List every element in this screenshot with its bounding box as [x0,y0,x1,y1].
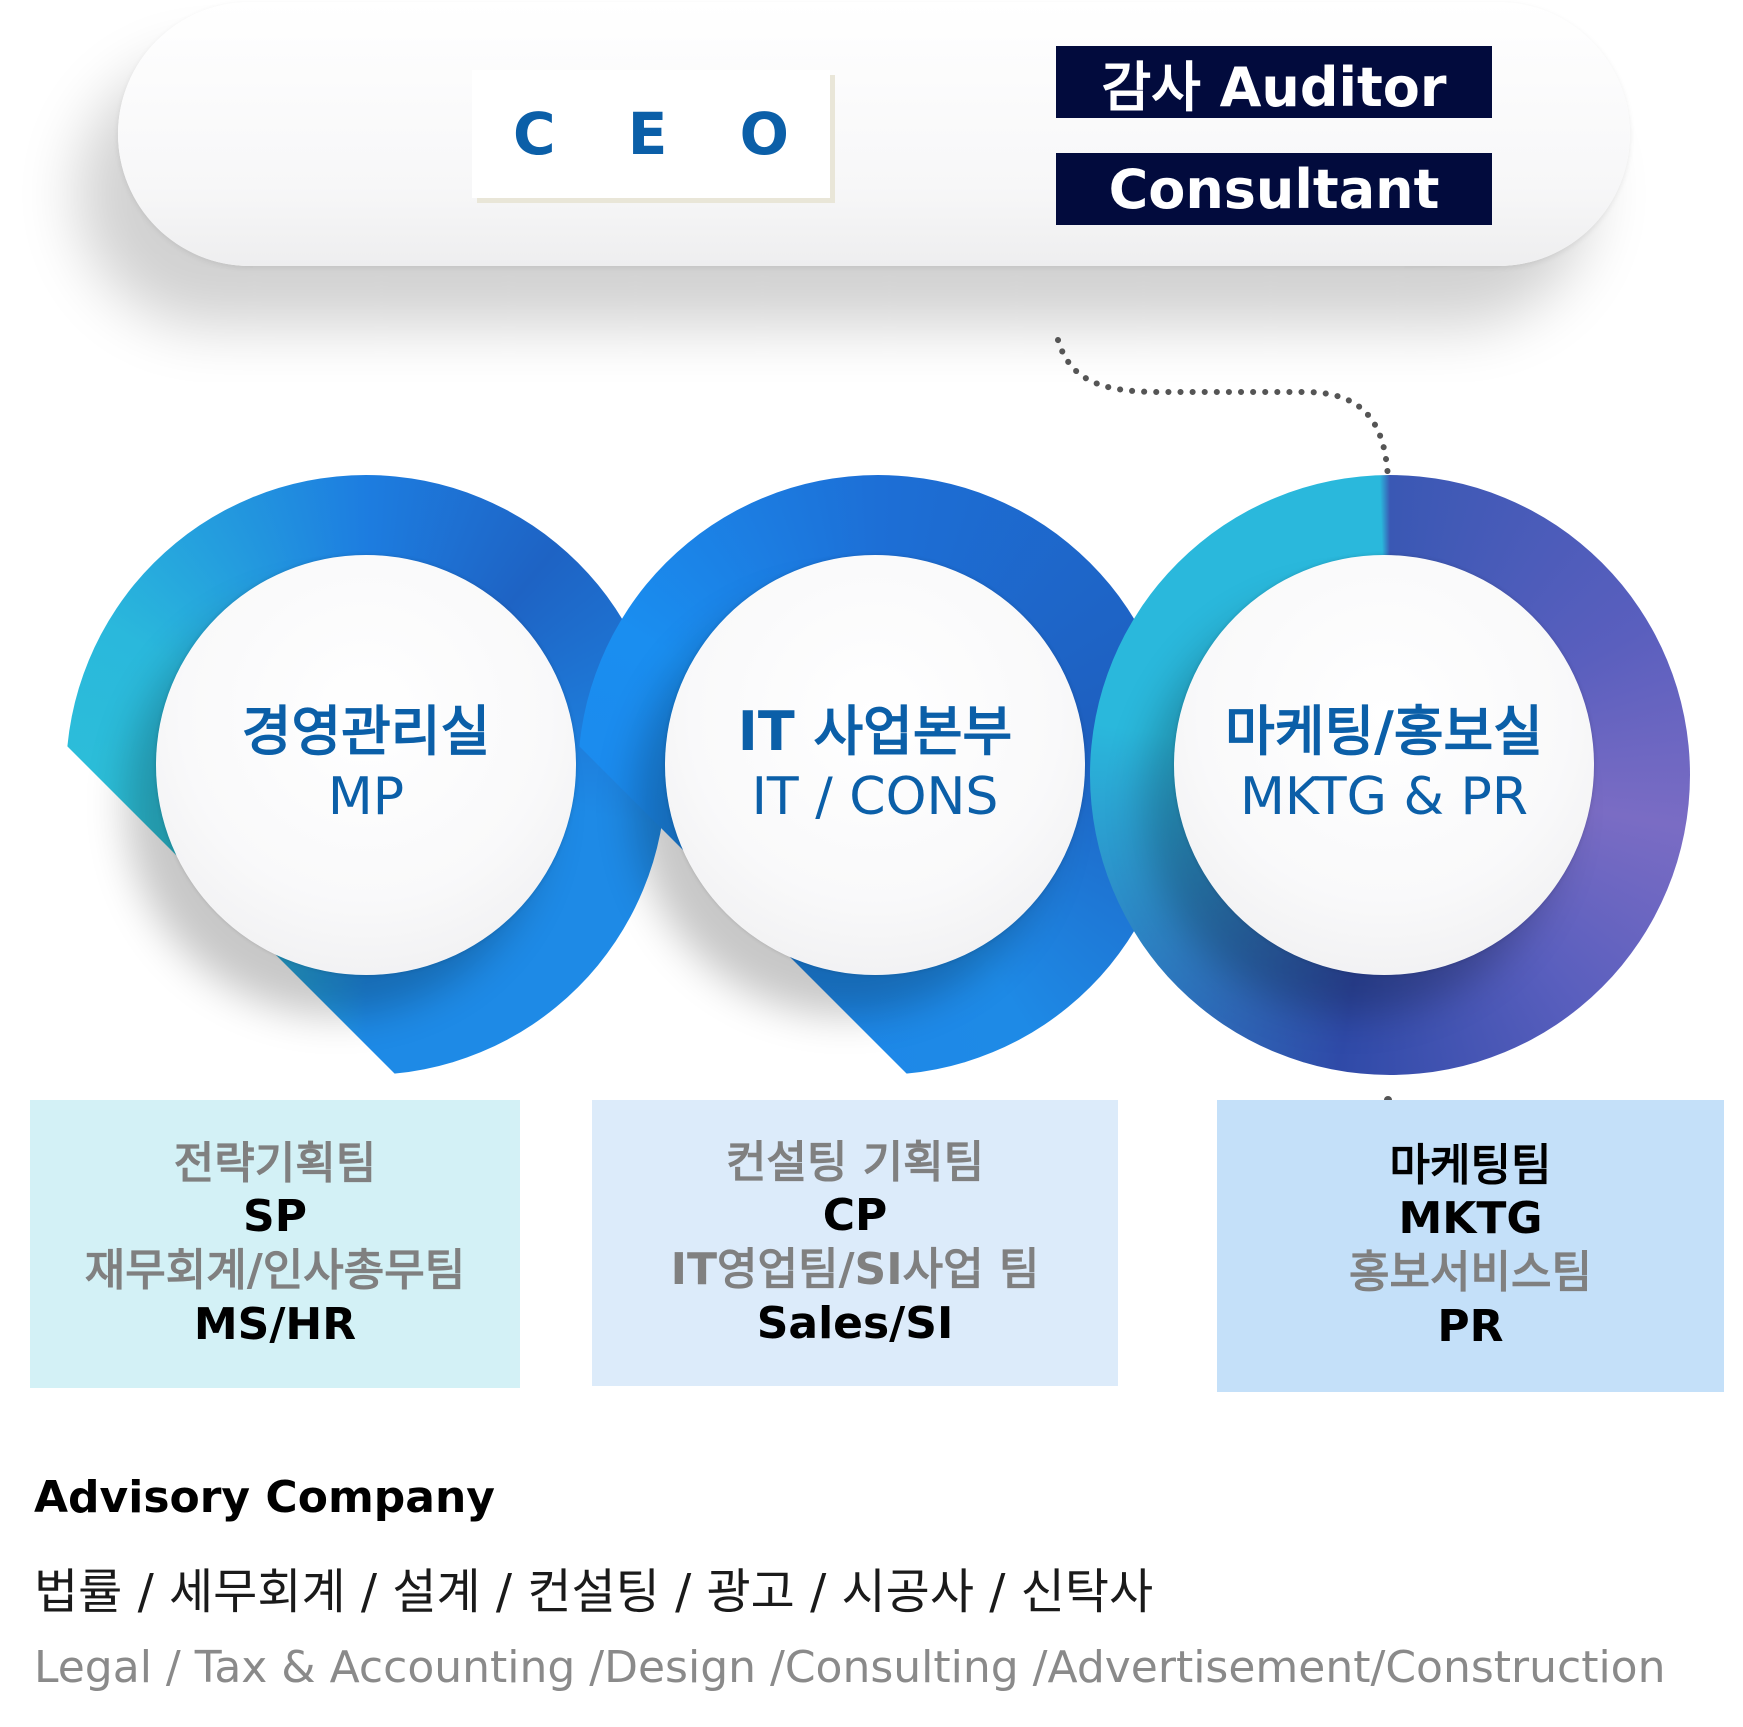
team-box-it: 컨설팅 기획팀 CP IT영업팀/SI사업 팀 Sales/SI [592,1100,1118,1386]
team-line: SP [243,1191,307,1243]
consultant-label: Consultant [1108,157,1440,221]
team-line: Sales/SI [756,1297,954,1349]
team-line: 재무회계/인사총무팀 [84,1245,466,1296]
division-title-it: IT 사업본부 [737,700,1013,764]
division-sub-mktg: MKTG & PR [1239,766,1529,827]
team-box-mktg: 마케팅팀 MKTG 홍보서비스팀 PR [1217,1100,1724,1392]
ceo-box: C E O [472,70,830,198]
division-circle-mktg: 마케팅/홍보실 MKTG & PR [1174,555,1594,975]
auditor-box: 감사 Auditor [1056,46,1492,119]
team-line: MKTG [1398,1193,1543,1245]
division-title-mktg: 마케팅/홍보실 [1225,700,1543,764]
team-line: 컨설팅 기획팀 [725,1136,985,1188]
team-line: 홍보서비스팀 [1349,1247,1592,1298]
team-line: MS/HR [193,1298,357,1350]
consultant-box: Consultant [1056,153,1492,225]
team-line: IT영업팀/SI사업 팀 [670,1244,1040,1295]
advisory-title: Advisory Company [34,1472,495,1523]
advisory-list-korean: 법률 / 세무회계 / 설계 / 컨설팅 / 광고 / 시공사 / 신탁사 [34,1564,1154,1620]
team-line: CP [822,1190,888,1242]
division-title-mp: 경영관리실 [241,700,491,764]
division-circle-mp: 경영관리실 MP [156,555,576,975]
division-sub-it: IT / CONS [751,766,999,827]
team-line: 마케팅팀 [1389,1139,1552,1191]
team-box-mp: 전략기획팀 SP 재무회계/인사총무팀 MS/HR [30,1100,520,1388]
auditor-label: 감사 Auditor [1101,55,1447,119]
division-circle-it: IT 사업본부 IT / CONS [665,555,1085,975]
advisory-list-english: Legal / Tax & Accounting /Design /Consul… [34,1642,1666,1693]
ceo-label: C E O [513,100,815,168]
division-sub-mp: MP [327,766,405,827]
team-line: 전략기획팀 [173,1137,377,1189]
team-line: PR [1437,1300,1504,1352]
